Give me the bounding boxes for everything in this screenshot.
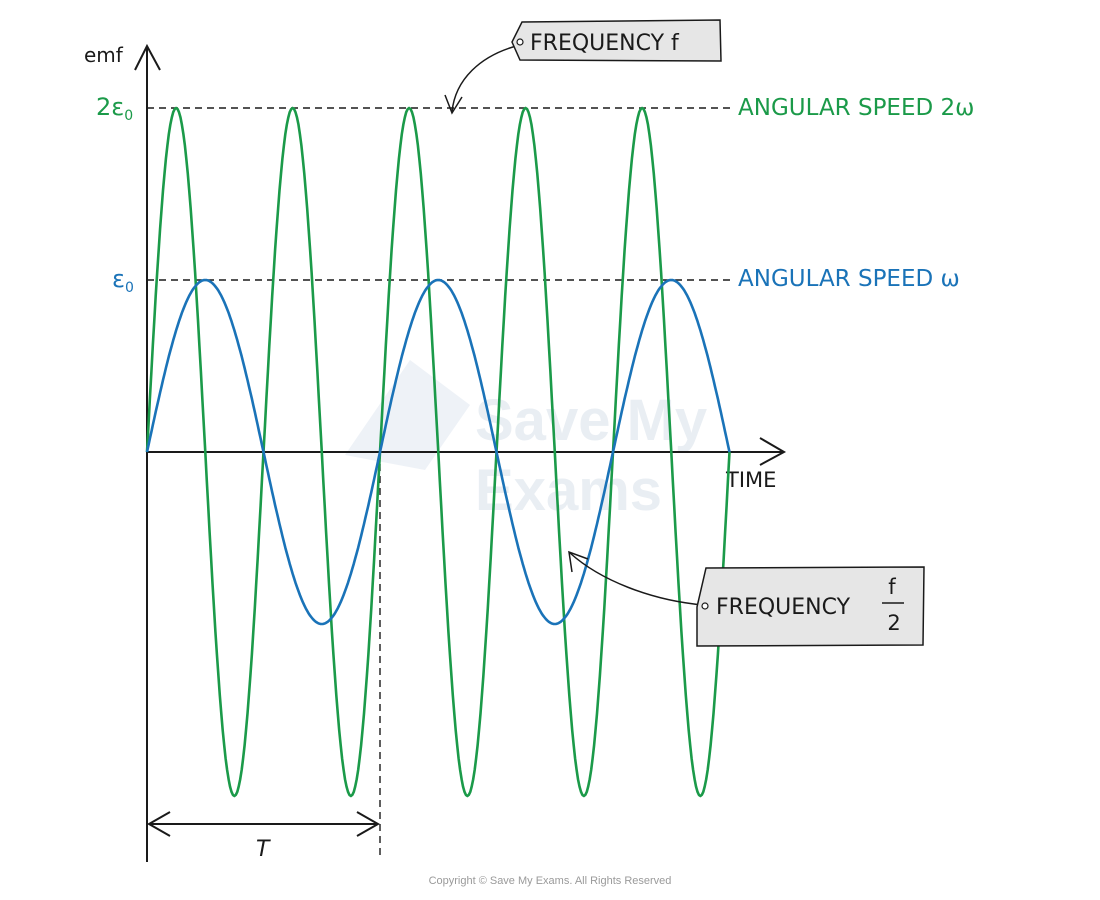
tag-hole-icon	[701, 602, 709, 610]
y-tick-label-2e0: 2ε0	[96, 93, 133, 124]
y-axis-arrowhead	[134, 43, 161, 71]
axes: emf TIME	[84, 43, 787, 862]
annotation-tag	[511, 19, 722, 62]
watermark-line-2: Exams	[475, 458, 662, 523]
period-marker: T	[146, 811, 381, 862]
series-line-1	[145, 278, 731, 626]
annotation-frequency-f: FREQUENCY f	[444, 19, 722, 115]
series-label-omega: ANGULAR SPEED ω	[738, 266, 960, 292]
period-label: T	[256, 837, 271, 862]
period-arrowhead-right	[356, 811, 381, 837]
watermark-logo-icon	[345, 360, 470, 470]
annotation-tag	[696, 566, 925, 647]
annotation-text: FREQUENCY f	[530, 31, 680, 56]
annotation-arrowhead	[444, 94, 463, 115]
annotation-frequency-half-f: FREQUENCY f 2	[568, 550, 925, 647]
annotation-arrowhead	[568, 550, 589, 573]
annotation-arrow-line	[451, 44, 521, 113]
watermark-line-1: Save My	[475, 388, 707, 453]
series-line-0	[145, 106, 731, 798]
copyright-notice: Copyright © Save My Exams. All Rights Re…	[429, 875, 672, 887]
x-axis-label: TIME	[725, 468, 776, 492]
series-label-2omega: ANGULAR SPEED 2ω	[738, 95, 974, 121]
x-axis-arrowhead	[759, 437, 787, 466]
y-tick-label-e0: ε0	[112, 265, 134, 296]
data-series	[145, 106, 731, 798]
y-tick-labels: 2ε0 ε0	[96, 93, 134, 296]
annotation-arrow-line	[569, 552, 704, 606]
tag-hole-icon	[516, 38, 524, 46]
period-arrowhead-left	[146, 811, 171, 837]
fraction-denominator: 2	[887, 611, 900, 635]
watermark: Save My Exams	[345, 360, 707, 523]
annotation-text: FREQUENCY	[716, 595, 851, 620]
fraction-numerator: f	[888, 575, 896, 599]
y-axis-label: emf	[84, 43, 124, 67]
